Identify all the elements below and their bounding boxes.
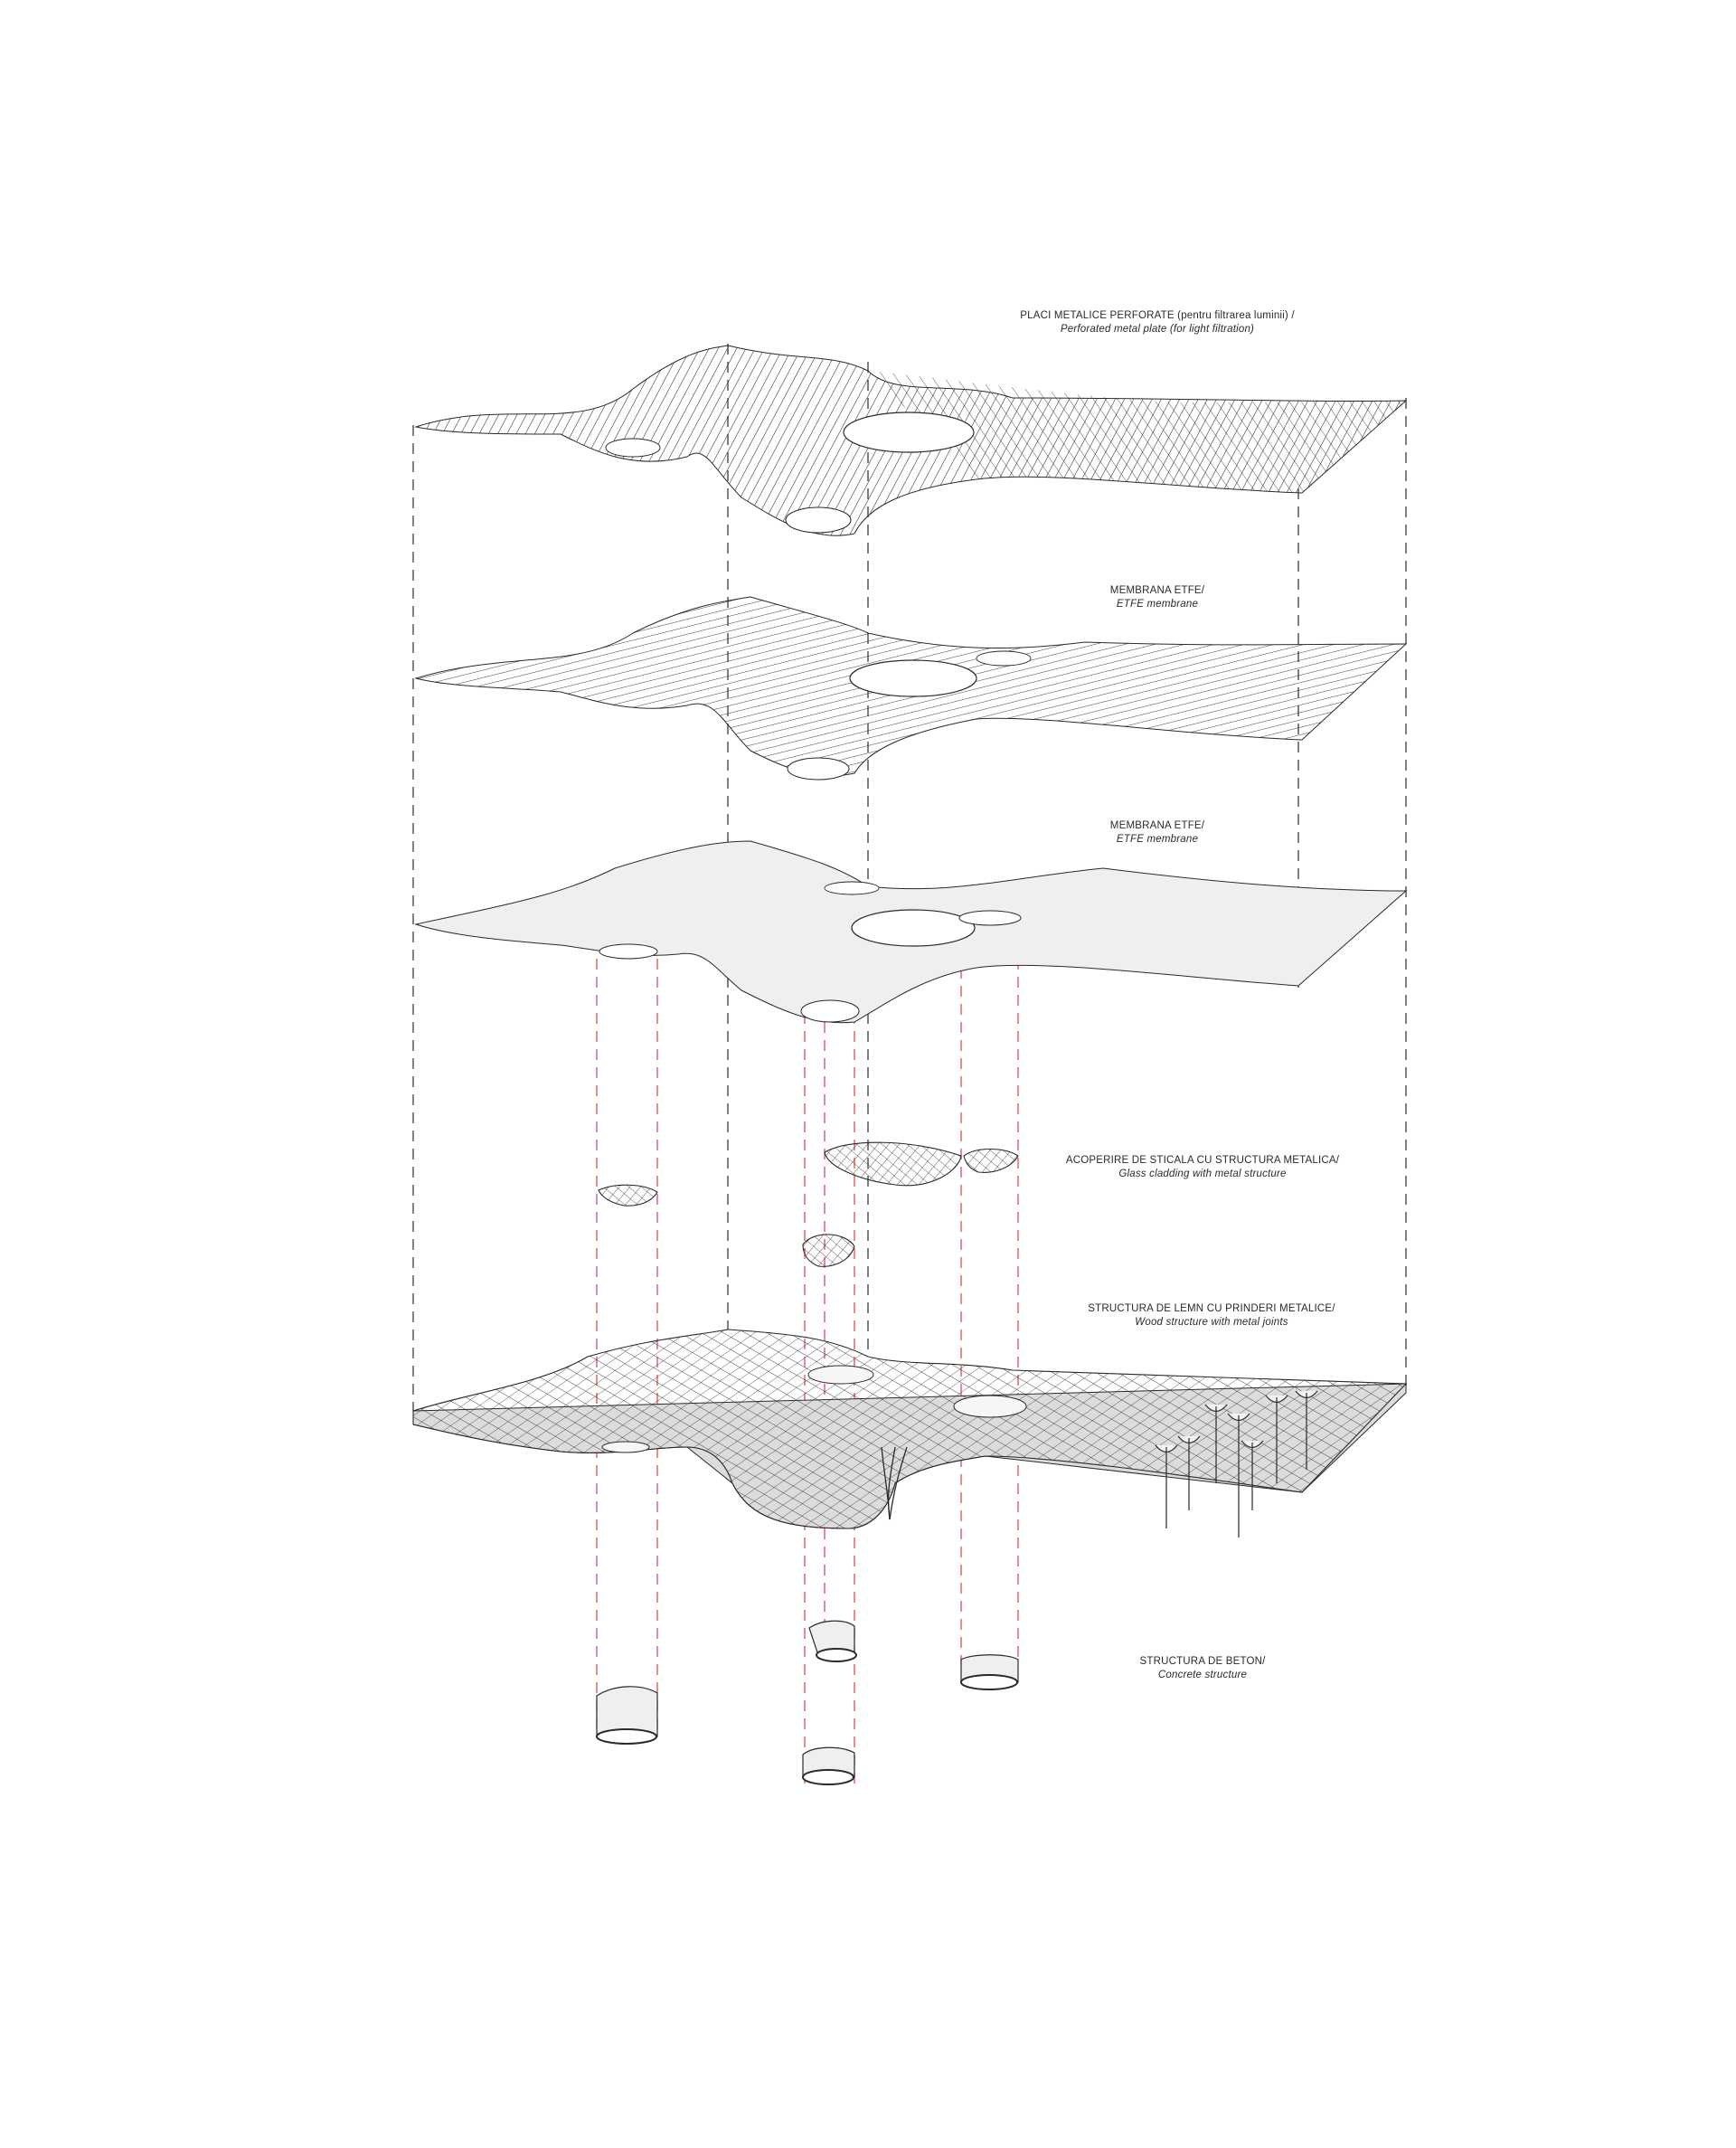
label-etfe-surface-en: ETFE membrane <box>1116 834 1199 845</box>
label-perforated-metal-ro: PLACI METALICE PERFORATE (pentru filtrar… <box>1020 310 1295 321</box>
label-etfe-surface-ro: MEMBRANA ETFE/ <box>1109 820 1205 831</box>
label-wood-structure-ro: STRUCTURA DE LEMN CU PRINDERI METALICE/ <box>1088 1303 1335 1314</box>
label-glass-cladding-en: Glass cladding with metal structure <box>1118 1169 1287 1179</box>
label-concrete-structure-en: Concrete structure <box>1157 1670 1248 1680</box>
label-etfe-lines-en: ETFE membrane <box>1116 599 1199 610</box>
tree-columns <box>1155 1390 1318 1538</box>
label-glass-cladding-ro: ACOPERIRE DE STICALA CU STRUCTURA METALI… <box>1065 1155 1340 1166</box>
layer-concrete-structure <box>596 1620 1019 1785</box>
label-wood-structure: STRUCTURA DE LEMN CU PRINDERI METALICE/ … <box>1040 1302 1383 1329</box>
layer-glass-cladding <box>598 1141 1019 1267</box>
label-wood-structure-en: Wood structure with metal joints <box>1135 1317 1288 1328</box>
vertical-guides <box>412 344 1407 1411</box>
label-concrete-structure-ro: STRUCTURA DE BETON/ <box>1139 1656 1266 1667</box>
layer-wood-structure <box>412 1329 1408 1538</box>
label-concrete-structure: STRUCTURA DE BETON/ Concrete structure <box>1085 1655 1320 1682</box>
layer-perforated-metal <box>414 345 1408 536</box>
branching-columns <box>881 1446 908 1520</box>
label-etfe-lines-ro: MEMBRANA ETFE/ <box>1109 585 1205 596</box>
label-perforated-metal: PLACI METALICE PERFORATE (pentru filtrar… <box>995 309 1320 336</box>
label-etfe-surface: MEMBRANA ETFE/ ETFE membrane <box>1040 819 1275 847</box>
label-glass-cladding: ACOPERIRE DE STICALA CU STRUCTURA METALI… <box>1031 1154 1374 1181</box>
layer-etfe-lines <box>414 596 1408 781</box>
layer-etfe-surface <box>414 840 1408 1024</box>
label-perforated-metal-en: Perforated metal plate (for light filtra… <box>1060 324 1255 335</box>
label-etfe-lines: MEMBRANA ETFE/ ETFE membrane <box>1040 584 1275 611</box>
